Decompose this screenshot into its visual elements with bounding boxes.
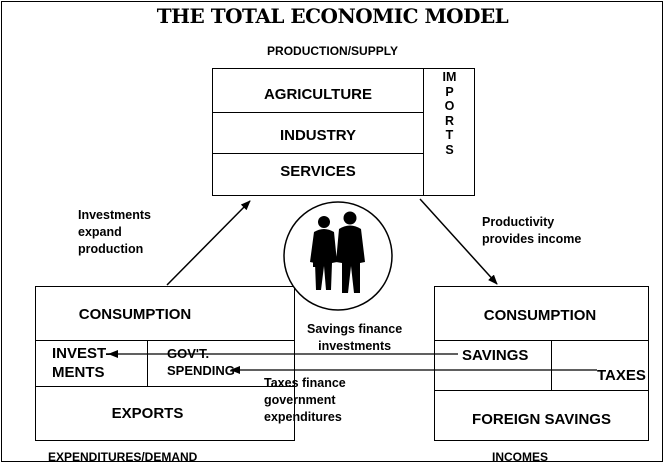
exports-label: EXPORTS — [111, 404, 184, 422]
expenditures-box — [35, 286, 295, 441]
imports-letter: S — [445, 142, 454, 157]
savings-label: SAVINGS — [462, 347, 529, 364]
production-divider-2 — [212, 153, 424, 154]
expenditures-consumption-label: CONSUMPTION — [78, 305, 192, 323]
investments-label-line2: MENTS — [52, 364, 105, 381]
note-taxes-finance: Taxes finance government expenditures — [264, 375, 346, 426]
note-line: Investments — [78, 208, 151, 222]
incomes-divider-1 — [434, 340, 649, 341]
note-line: expand — [78, 225, 122, 239]
imports-divider — [423, 68, 424, 196]
incomes-divider-2 — [434, 390, 649, 391]
note-line: government — [264, 393, 336, 407]
incomes-heading: INCOMES — [492, 450, 549, 464]
expenditures-divider-2 — [35, 386, 295, 387]
note-savings-finance: Savings finance investments — [307, 321, 402, 355]
imports-label: IM P O R T S — [424, 70, 475, 157]
imports-letter: O — [444, 99, 455, 113]
services-label: SERVICES — [280, 162, 356, 180]
business-people-icon — [283, 201, 393, 311]
note-line: Productivity — [482, 215, 555, 229]
note-line: Taxes finance — [264, 376, 346, 390]
expenditures-divider-1 — [35, 340, 295, 341]
diagram-title: THE TOTAL ECONOMIC MODEL — [156, 4, 509, 28]
incomes-box — [434, 286, 649, 441]
expenditures-heading: EXPENDITURES/DEMAND — [48, 450, 198, 464]
production-heading: PRODUCTION/SUPPLY — [267, 44, 398, 58]
note-investments-expand: Investments expand production — [78, 207, 151, 258]
note-line: expenditures — [264, 410, 342, 424]
arrow-investments-expand — [166, 200, 251, 286]
imports-letter: R — [444, 113, 455, 128]
note-line: production — [78, 242, 144, 256]
foreign-savings-label: FOREIGN SAVINGS — [472, 410, 611, 428]
taxes-label: TAXES — [597, 367, 646, 384]
note-line: investments — [318, 339, 392, 353]
govt-label-line2: SPENDING — [167, 363, 235, 378]
imports-letter: T — [445, 128, 454, 142]
production-box — [212, 68, 475, 196]
note-line: Savings finance — [307, 322, 403, 336]
imports-letter: P — [445, 84, 454, 99]
note-line: provides income — [482, 232, 582, 246]
investments-label-line1: INVEST- — [52, 345, 111, 362]
agriculture-label: AGRICULTURE — [263, 85, 373, 103]
production-divider-1 — [212, 112, 424, 113]
arrow-productivity-income — [419, 198, 498, 285]
industry-label: INDUSTRY — [279, 126, 357, 144]
incomes-divider-3 — [551, 340, 552, 390]
expenditures-divider-3 — [147, 340, 148, 386]
note-productivity: Productivity provides income — [482, 214, 581, 248]
imports-letter: IM — [442, 70, 457, 84]
incomes-consumption-label: CONSUMPTION — [483, 306, 597, 324]
